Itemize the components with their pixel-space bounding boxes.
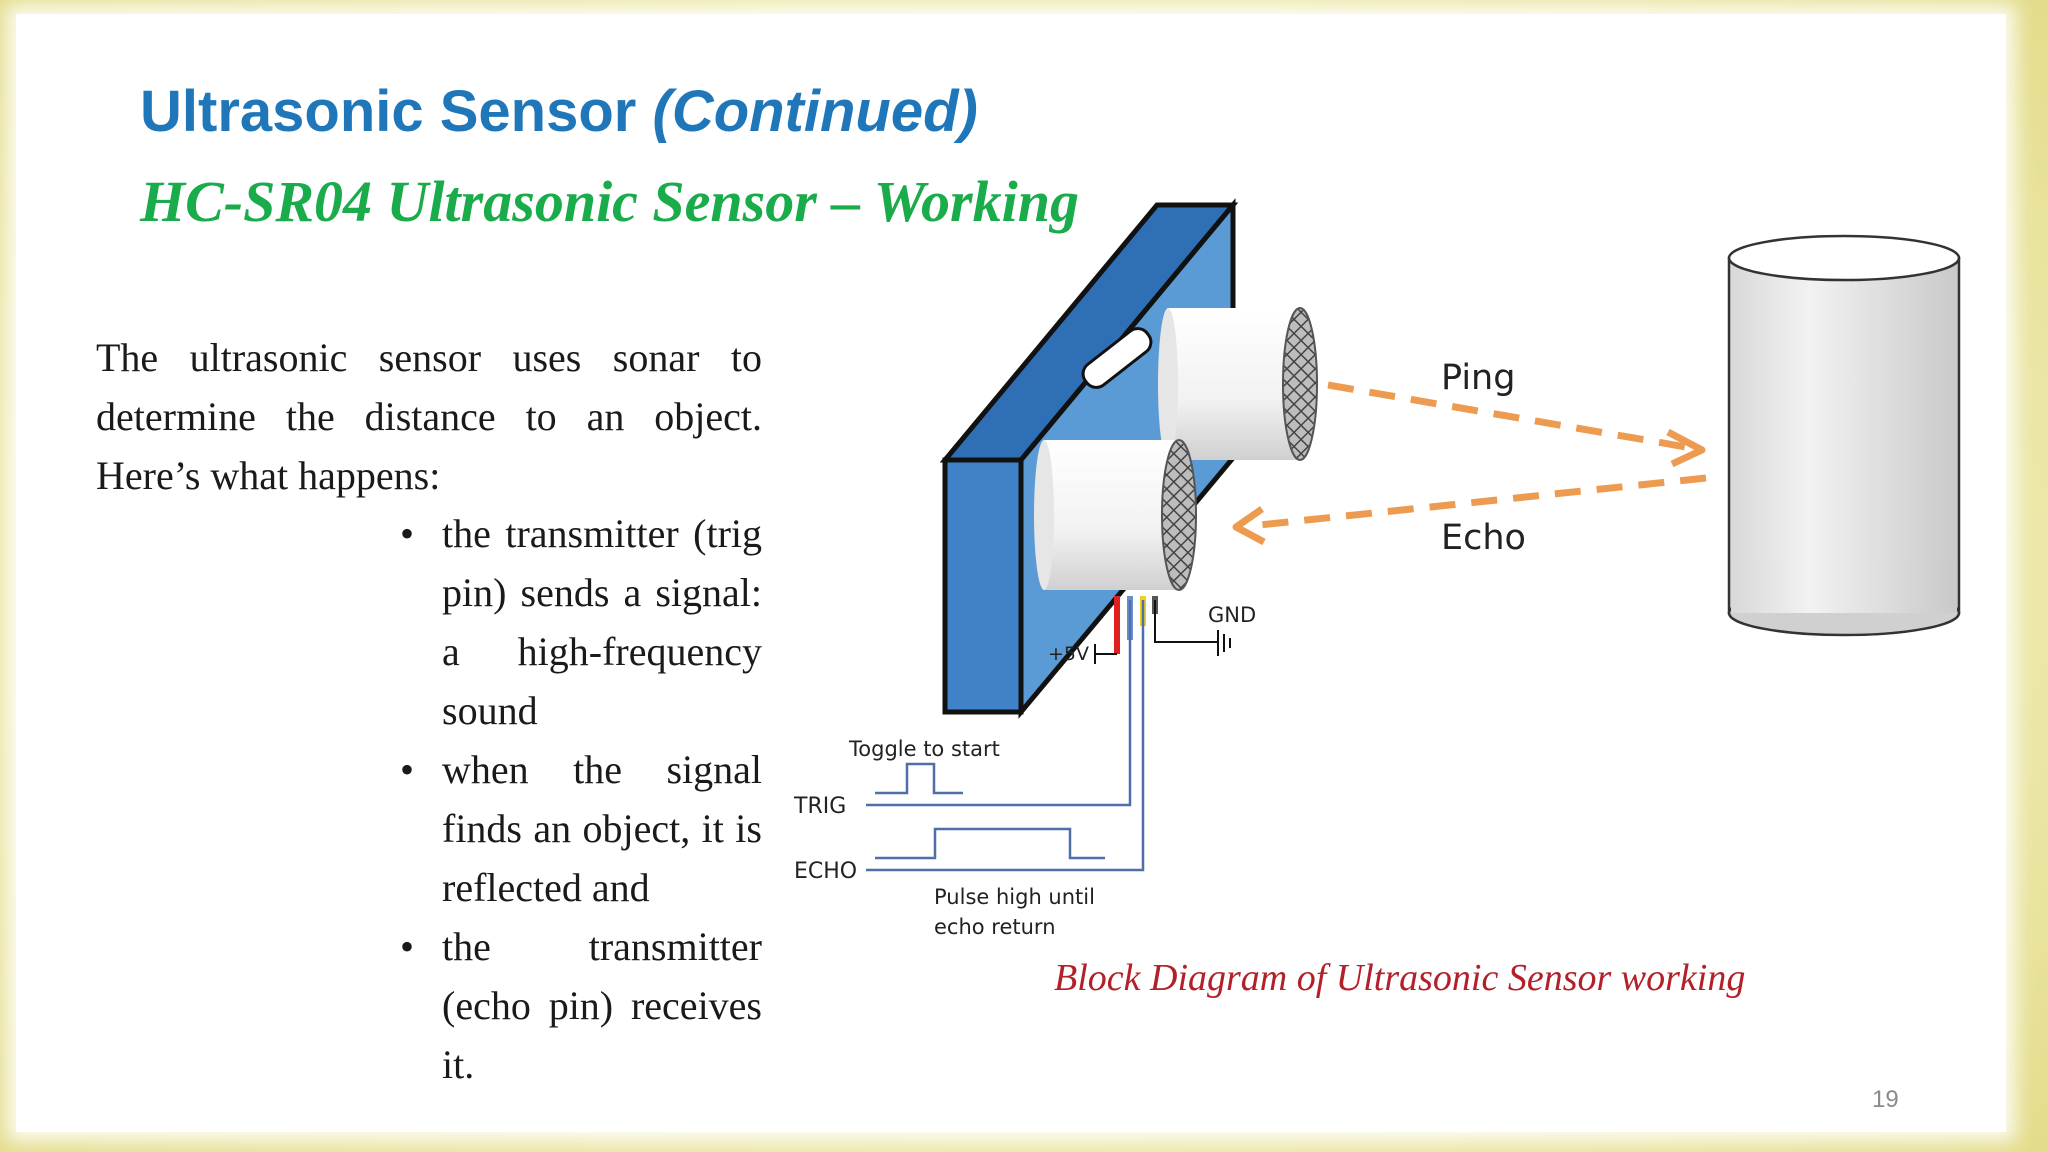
bullet-list: • the transmitter (trig pin) sends a sign… xyxy=(400,504,762,1094)
bullet-marker: • xyxy=(400,747,415,792)
slide-title: Ultrasonic Sensor (Continued) xyxy=(140,78,978,145)
vcc-label: +5V xyxy=(1048,643,1089,665)
bullet-item: • the transmitter (echo pin) receives it. xyxy=(400,917,762,1094)
echo-arrow xyxy=(1232,474,1707,546)
bullet-text: when the signal finds an object, it is r… xyxy=(442,747,762,910)
slide-subtitle: HC-SR04 Ultrasonic Sensor – Working xyxy=(140,169,1079,234)
ping-arrow xyxy=(1327,381,1706,468)
bullet-text: the transmitter (echo pin) receives it. xyxy=(442,924,762,1087)
page-number: 19 xyxy=(1872,1086,1899,1113)
toggle-label: Toggle to start xyxy=(848,737,1000,761)
bullet-item: • when the signal finds an object, it is … xyxy=(400,740,762,917)
bullet-marker: • xyxy=(400,511,415,556)
pulse-label-line1: Pulse high until xyxy=(934,885,1095,909)
target-object xyxy=(1727,234,1961,637)
pulse-label-line2: echo return xyxy=(934,915,1056,939)
bullet-marker: • xyxy=(400,924,415,969)
lower-transducer xyxy=(1034,439,1197,591)
bullet-text: the transmitter (trig pin) sends a signa… xyxy=(442,511,762,733)
echo-label: Echo xyxy=(1441,518,1526,558)
diagram-caption: Block Diagram of Ultrasonic Sensor worki… xyxy=(1054,957,1746,999)
signal-lines xyxy=(866,600,1145,872)
ping-label: Ping xyxy=(1441,358,1515,398)
upper-transducer xyxy=(1158,307,1318,461)
trig-label: TRIG xyxy=(793,794,846,819)
gnd-label: GND xyxy=(1208,603,1256,627)
bullet-item: • the transmitter (trig pin) sends a sign… xyxy=(400,504,762,740)
intro-paragraph: The ultrasonic sensor uses sonar to dete… xyxy=(96,335,762,498)
title-suffix: (Continued) xyxy=(652,79,978,144)
title-main: Ultrasonic Sensor xyxy=(140,79,637,144)
echo-pin-label: ECHO xyxy=(794,859,857,884)
